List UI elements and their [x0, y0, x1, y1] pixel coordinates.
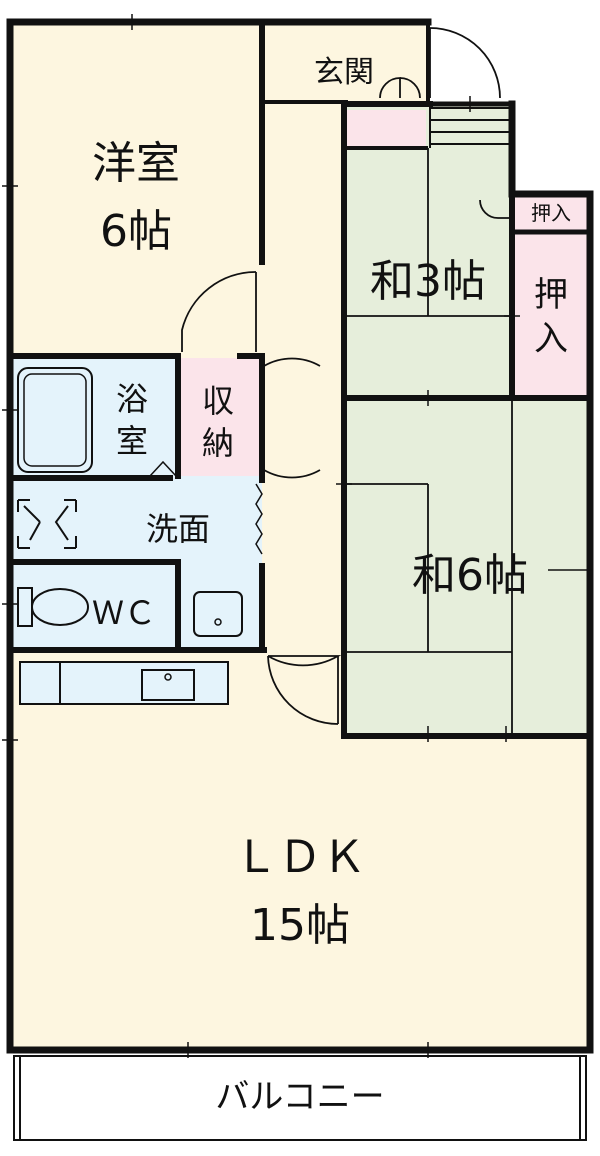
western-room-floor	[10, 22, 262, 358]
grid-ticks	[2, 14, 592, 1058]
wc-floor	[10, 562, 180, 648]
bath-label-2: 室	[116, 422, 148, 460]
balcony-label: バルコニー	[215, 1077, 384, 1117]
kitchen-counter	[19, 661, 229, 705]
tatami-lines	[346, 148, 513, 734]
washing-machine-space	[17, 499, 77, 549]
oshiire-large-floor	[512, 232, 590, 396]
balcony	[13, 1055, 587, 1141]
wash-basin	[193, 591, 243, 637]
bath-label-1: 浴	[116, 380, 148, 418]
ldk-size: 15帖	[250, 900, 350, 951]
closet-label-2: 納	[202, 424, 234, 462]
entrance-step-lines	[429, 104, 512, 148]
closet-label-1: 収	[202, 382, 234, 420]
door-swings	[181, 27, 512, 725]
washitsu6-label: 和6帖	[412, 550, 528, 601]
wc-label: ＷＣ	[92, 594, 156, 632]
toilet	[17, 587, 89, 627]
corridor-floor	[262, 100, 346, 660]
entrance-label: 玄関	[314, 55, 374, 90]
oshiire-small-label: 押入	[531, 201, 571, 225]
oshiire-large-label-1: 押	[534, 275, 568, 315]
washitsu3-floor	[346, 104, 512, 400]
western-room-name: 洋室	[92, 138, 180, 189]
washroom-curtain	[255, 483, 263, 555]
oshiire-large-label-2: 入	[534, 319, 568, 359]
washroom-floor	[10, 476, 262, 562]
western-room-size: 6帖	[100, 206, 172, 257]
bathtub	[17, 367, 93, 473]
kitchen-sink	[141, 669, 195, 701]
closet-floor	[178, 358, 262, 476]
washroom-label: 洗面	[146, 510, 210, 548]
walls	[6, 18, 594, 1054]
shoe-box-floor	[346, 110, 426, 146]
oshiire-small-floor	[512, 194, 590, 232]
ldk-label: ＬＤＫ	[234, 832, 366, 883]
washitsu6-floor	[346, 400, 590, 734]
washitsu3-label: 和3帖	[370, 256, 486, 307]
